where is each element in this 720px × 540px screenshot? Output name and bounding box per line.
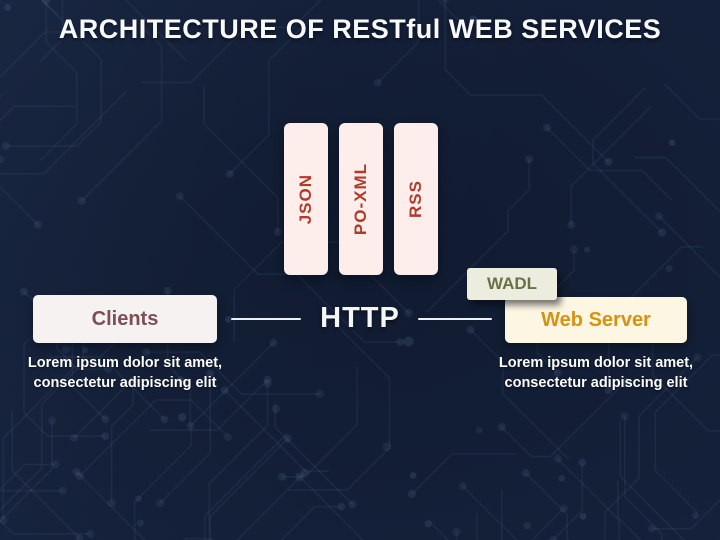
connector-clients-http bbox=[231, 318, 301, 320]
protocol-bar-po-xml: PO-XML bbox=[339, 123, 383, 275]
web-server-caption: Lorem ipsum dolor sit amet, consectetur … bbox=[498, 355, 694, 391]
wadl-tag-label: WADL bbox=[486, 274, 538, 293]
clients-node: Clients bbox=[33, 295, 217, 343]
web-server-node-label: Web Server bbox=[541, 308, 651, 331]
protocol-bar-rss: RSS bbox=[394, 123, 438, 275]
protocol-bar-rss-label: RSS bbox=[406, 180, 425, 218]
http-label: HTTP bbox=[320, 302, 400, 334]
web-server-node: Web Server bbox=[505, 297, 687, 343]
protocol-bar-json-label: JSON bbox=[296, 173, 315, 225]
connector-http-webserver bbox=[418, 318, 492, 320]
slide-title: ARCHITECTURE OF RESTful WEB SERVICES bbox=[58, 14, 662, 44]
clients-caption: Lorem ipsum dolor sit amet, consectetur … bbox=[27, 355, 223, 391]
protocol-bar-po-xml-label: PO-XML bbox=[351, 162, 370, 236]
protocol-bar-json: JSON bbox=[284, 123, 328, 275]
wadl-tag: WADL bbox=[467, 268, 557, 300]
clients-node-label: Clients bbox=[91, 307, 159, 330]
